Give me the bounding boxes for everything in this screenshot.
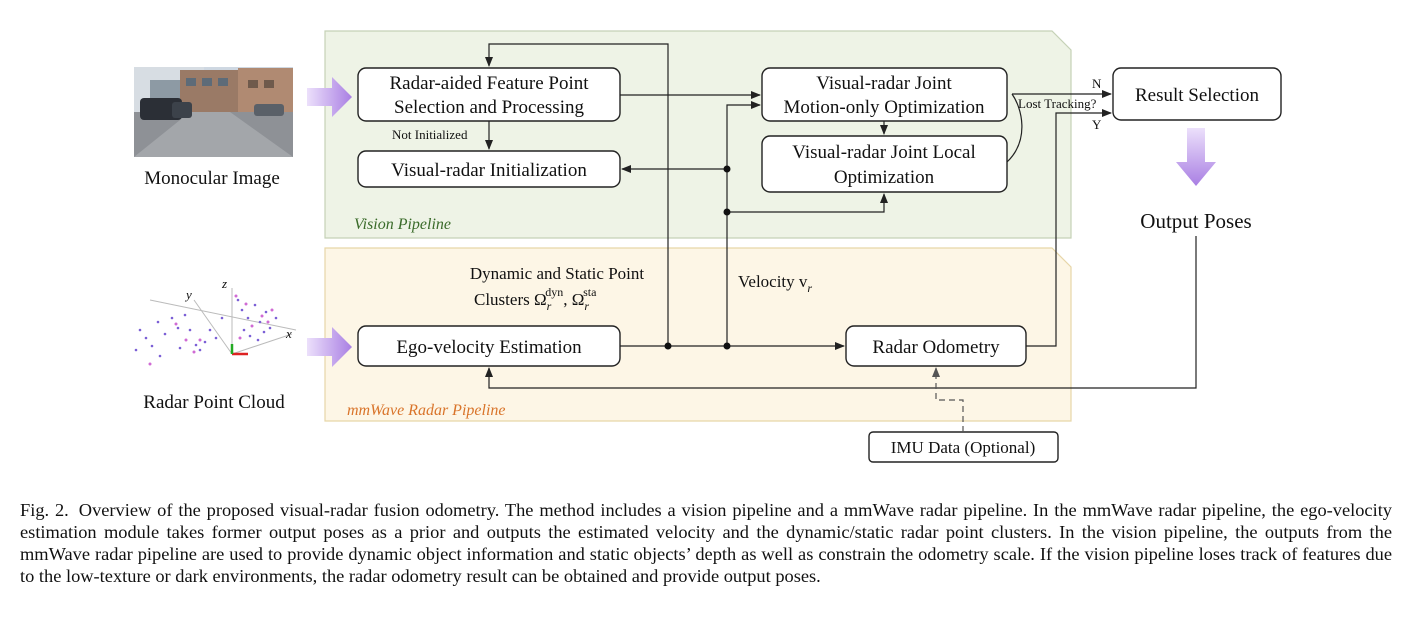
figure-caption: Fig. 2.Overview of the proposed visual-r…: [20, 499, 1392, 587]
radar-pipeline-label: mmWave Radar Pipeline: [347, 402, 505, 419]
feature-selection-line2: Selection and Processing: [394, 97, 584, 118]
junction-dot: [664, 342, 672, 350]
local-optimization-box: [761, 135, 1008, 193]
pose-prior-feedback-arrow: [485, 236, 1197, 389]
radar-odometry-label: Radar Odometry: [872, 337, 1000, 358]
initialization-box: [357, 150, 621, 188]
image-input-arrow: [307, 77, 352, 117]
velocity-to-local-arrow: [727, 193, 888, 213]
radar-point-cloud: y z x: [134, 276, 297, 366]
clusters-line2: Clusters Ωrdyn, Ωrsta: [474, 285, 597, 313]
output-poses-label: Output Poses: [1140, 209, 1251, 233]
imu-to-radar-odometry-arrow: [932, 367, 964, 432]
output-arrow: [1176, 128, 1216, 186]
velocity-label: Velocity vr: [738, 272, 812, 295]
result-selection-box: [1112, 67, 1282, 121]
motion-only-line2: Motion-only Optimization: [783, 97, 985, 118]
local-to-decision-curve: [1006, 93, 1023, 163]
motion-only-line1: Visual-radar Joint: [816, 73, 952, 94]
pipeline-diagram: Vision Pipeline mmWave Radar Pipeline Mo…: [134, 30, 1282, 463]
radar-odometry-to-result-arrow: [1026, 109, 1112, 347]
junction-dot: [723, 342, 731, 350]
junction-dot: [723, 208, 731, 216]
not-initialized-label: Not Initialized: [392, 127, 468, 142]
monocular-image-label: Monocular Image: [144, 168, 280, 189]
radar-pipeline-panel: [324, 247, 1072, 422]
feature-selection-line1: Radar-aided Feature Point: [389, 73, 589, 94]
velocity-feedback-line: [485, 43, 669, 346]
radar-point-cloud-label: Radar Point Cloud: [143, 392, 285, 413]
velocity-to-motion-arrow: [726, 101, 761, 346]
initialization-label: Visual-radar Initialization: [391, 160, 587, 181]
yes-label: Y: [1092, 117, 1102, 132]
no-label: N: [1092, 76, 1102, 91]
axis-z-label: z: [221, 276, 227, 291]
figure-number: Fig. 2.: [20, 500, 69, 520]
junction-dot: [723, 165, 731, 173]
clusters-line1: Dynamic and Static Point: [470, 264, 645, 283]
result-selection-label: Result Selection: [1135, 85, 1260, 106]
vision-pipeline-label: Vision Pipeline: [354, 216, 451, 233]
ego-velocity-label: Ego-velocity Estimation: [396, 337, 582, 358]
imu-data-label: IMU Data (Optional): [891, 438, 1035, 457]
axis-y-label: y: [184, 287, 192, 302]
axis-x-label: x: [285, 326, 292, 341]
lost-tracking-label: Lost Tracking?: [1018, 96, 1097, 111]
local-optimization-line1: Visual-radar Joint Local: [792, 142, 976, 163]
local-optimization-line2: Optimization: [834, 167, 935, 188]
cloud-input-arrow: [307, 327, 352, 367]
monocular-image: [134, 67, 293, 157]
caption-text: Overview of the proposed visual-radar fu…: [20, 500, 1393, 586]
